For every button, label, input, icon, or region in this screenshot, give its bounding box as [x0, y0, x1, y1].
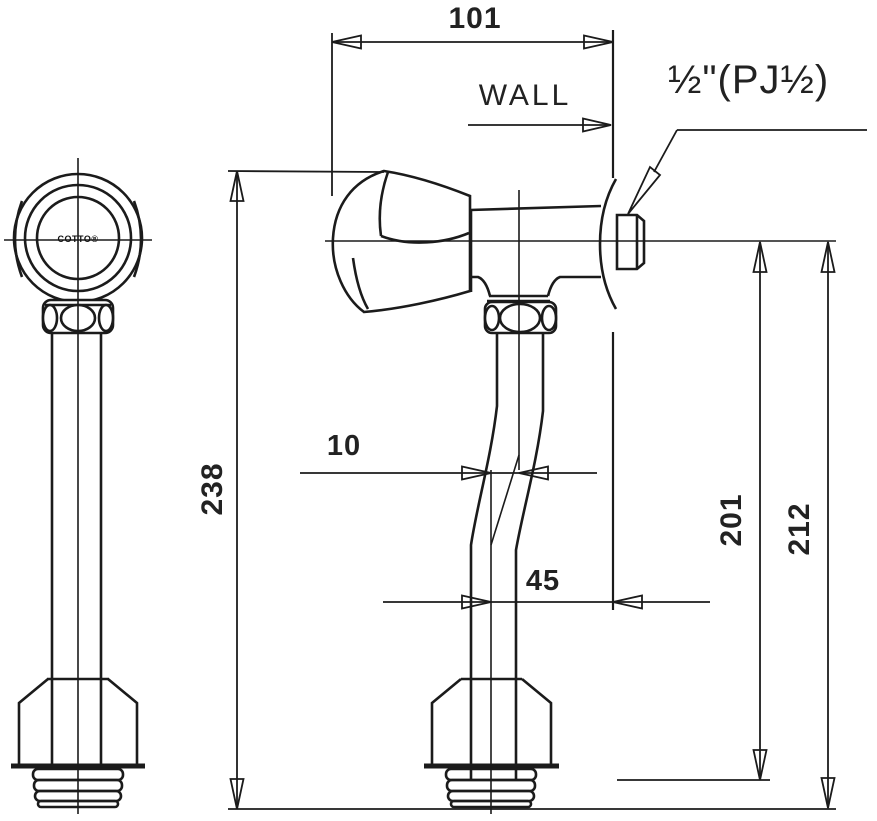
dim-238-label: 238	[196, 462, 229, 516]
dim-45	[383, 594, 710, 610]
centerlines	[4, 158, 836, 814]
pipe-side	[469, 333, 545, 781]
wall-nipple	[615, 213, 646, 271]
dim-45-label: 45	[525, 565, 561, 597]
wall-label: WALL	[478, 79, 572, 112]
arrow-up-icon	[820, 241, 836, 273]
wall-arrow	[468, 117, 612, 133]
dim-101	[331, 33, 614, 196]
arrow-right-icon	[461, 465, 492, 481]
front-view	[11, 172, 145, 809]
arrow-down-icon	[820, 777, 836, 809]
dim-10-label: 10	[326, 430, 362, 462]
brand-logo: COTTO®	[57, 234, 99, 244]
arrow-down-icon	[752, 749, 768, 781]
arrow-left-icon	[331, 34, 362, 50]
arrow-left-icon	[518, 465, 549, 481]
arrow-down-icon	[229, 778, 245, 810]
dim-201-label: 201	[715, 493, 748, 547]
handle-side-arc-right	[132, 200, 143, 278]
valve-body-side	[469, 204, 602, 297]
dimensions	[227, 33, 867, 810]
nut-side	[483, 294, 558, 335]
thread-leader	[627, 129, 867, 215]
wall-flange	[598, 178, 618, 310]
arrow-up-icon	[229, 170, 245, 202]
dim-10	[300, 465, 597, 481]
thread-spec-label: ½"(PJ½)	[668, 58, 830, 102]
dim-101-label: 101	[448, 2, 502, 35]
arrow-right-icon	[461, 594, 492, 610]
leader-arrow-icon	[627, 165, 662, 215]
dim-201	[617, 241, 770, 781]
pipe-front	[50, 333, 103, 767]
dim-212-label: 212	[783, 502, 816, 556]
centerline-side-bend	[490, 454, 520, 546]
arrow-up-icon	[752, 241, 768, 273]
side-view	[331, 169, 646, 809]
handle-side-arc-left	[13, 200, 24, 278]
arrow-left-icon	[612, 594, 643, 610]
dim-238	[227, 170, 836, 810]
arrow-right-icon	[582, 117, 612, 133]
arrow-right-icon	[583, 34, 614, 50]
dim-212	[820, 241, 836, 809]
